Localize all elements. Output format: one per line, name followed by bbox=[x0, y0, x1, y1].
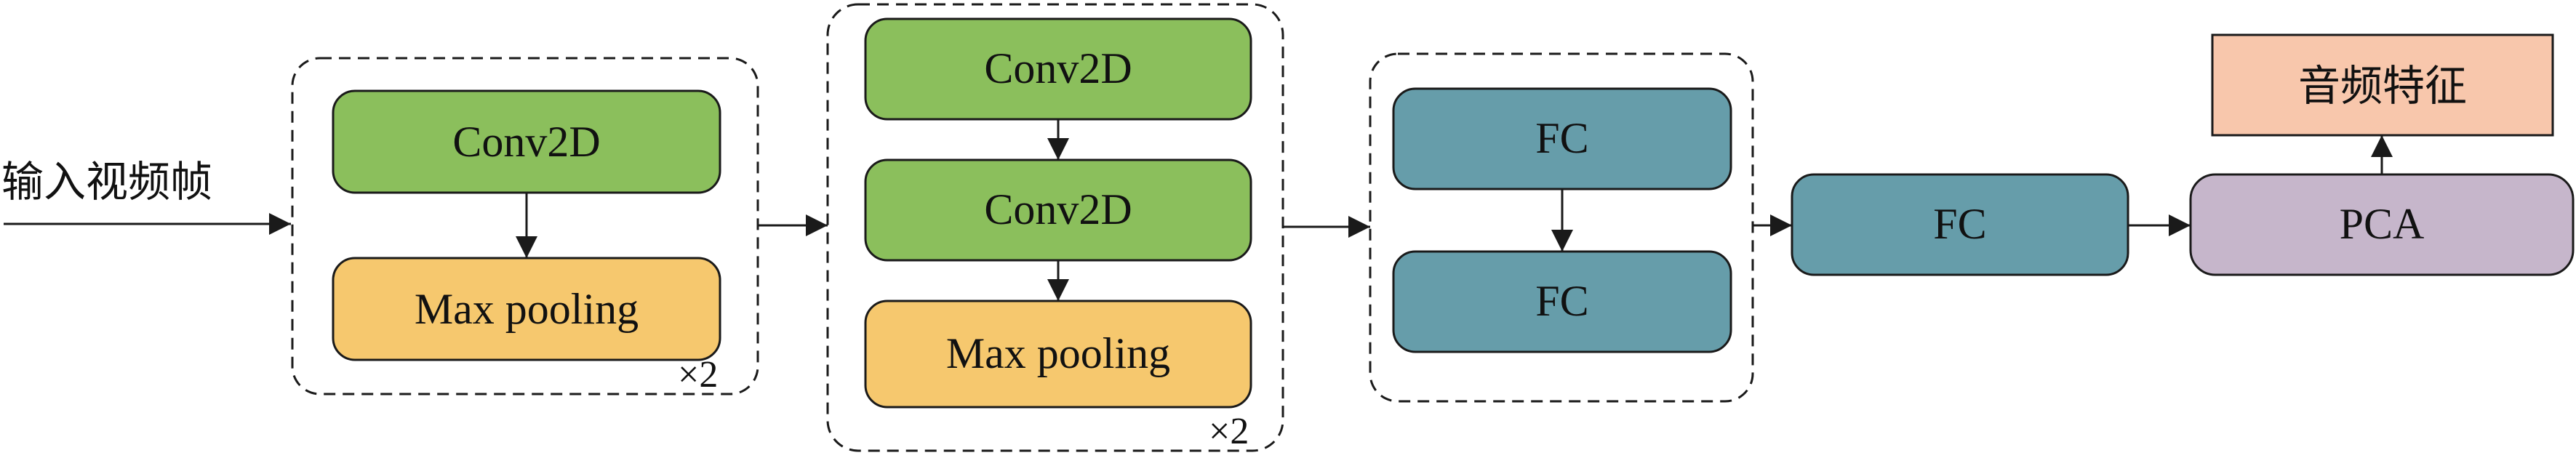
block2-repeat-label: ×2 bbox=[1209, 411, 1249, 452]
output-label: 音频特征 bbox=[2298, 61, 2467, 111]
block2-conv2d-1-label: Conv2D bbox=[984, 44, 1132, 92]
block3-fc2-node bbox=[1392, 250, 1732, 353]
pca-label: PCA bbox=[2340, 200, 2425, 248]
block3-fc1-label: FC bbox=[1535, 114, 1588, 162]
input-label: 输入视频帧 bbox=[1, 157, 212, 206]
block1-maxpool-label: Max pooling bbox=[415, 285, 639, 333]
block3-fc2-label: FC bbox=[1535, 277, 1588, 325]
output-node bbox=[2211, 33, 2554, 137]
block1-maxpool-node bbox=[332, 257, 721, 361]
block3-group bbox=[1369, 52, 1754, 403]
block1-repeat-label: ×2 bbox=[678, 354, 718, 395]
block1-conv2d-label: Conv2D bbox=[452, 118, 600, 166]
block2-maxpool-label: Max pooling bbox=[946, 329, 1170, 377]
block2-conv2d-2-label: Conv2D bbox=[984, 185, 1132, 233]
block2-maxpool-node bbox=[864, 300, 1252, 409]
fc-label: FC bbox=[1933, 200, 1986, 248]
